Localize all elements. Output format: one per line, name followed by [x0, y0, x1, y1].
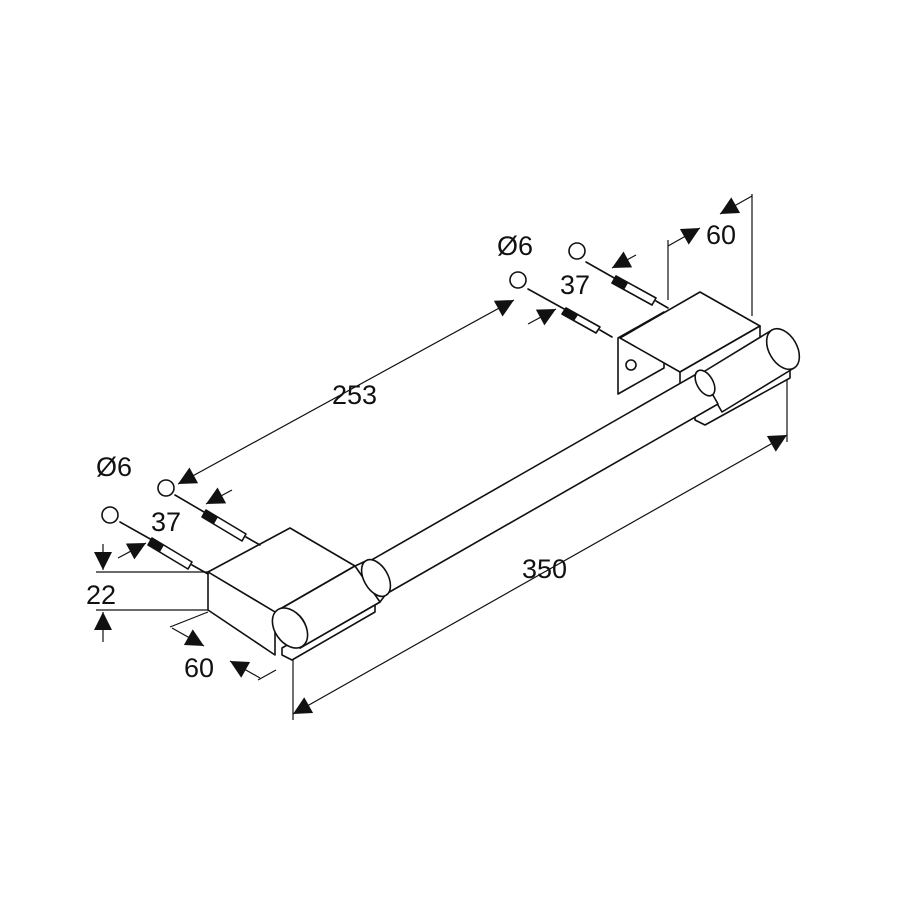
label-depth-left: 60 [184, 653, 214, 683]
dimension-depth-left [169, 611, 277, 681]
label-total-length: 350 [522, 554, 567, 584]
left-hole-upper [157, 479, 175, 497]
dimension-height [94, 544, 208, 642]
label-hole-spacing: 253 [332, 380, 377, 410]
left-wall-bracket [207, 527, 392, 661]
dimension-total-length [292, 380, 788, 720]
dimension-screw-left [117, 487, 233, 560]
right-hole-upper [568, 242, 586, 260]
label-screw-length-left: 37 [151, 507, 181, 537]
left-screws [101, 479, 261, 575]
dimension-hole-spacing [177, 299, 515, 485]
label-screw-length-right: 37 [560, 270, 590, 300]
right-screws [509, 242, 669, 338]
label-height: 22 [86, 580, 116, 610]
right-hole-lower [509, 271, 527, 289]
left-hole-lower [101, 506, 119, 524]
dimension-screw-right [527, 251, 637, 326]
label-hole-diameter-left: Ø6 [96, 452, 132, 482]
label-hole-diameter-right: Ø6 [497, 231, 533, 261]
label-depth-right: 60 [706, 220, 736, 250]
dimension-depth-right [667, 194, 753, 316]
